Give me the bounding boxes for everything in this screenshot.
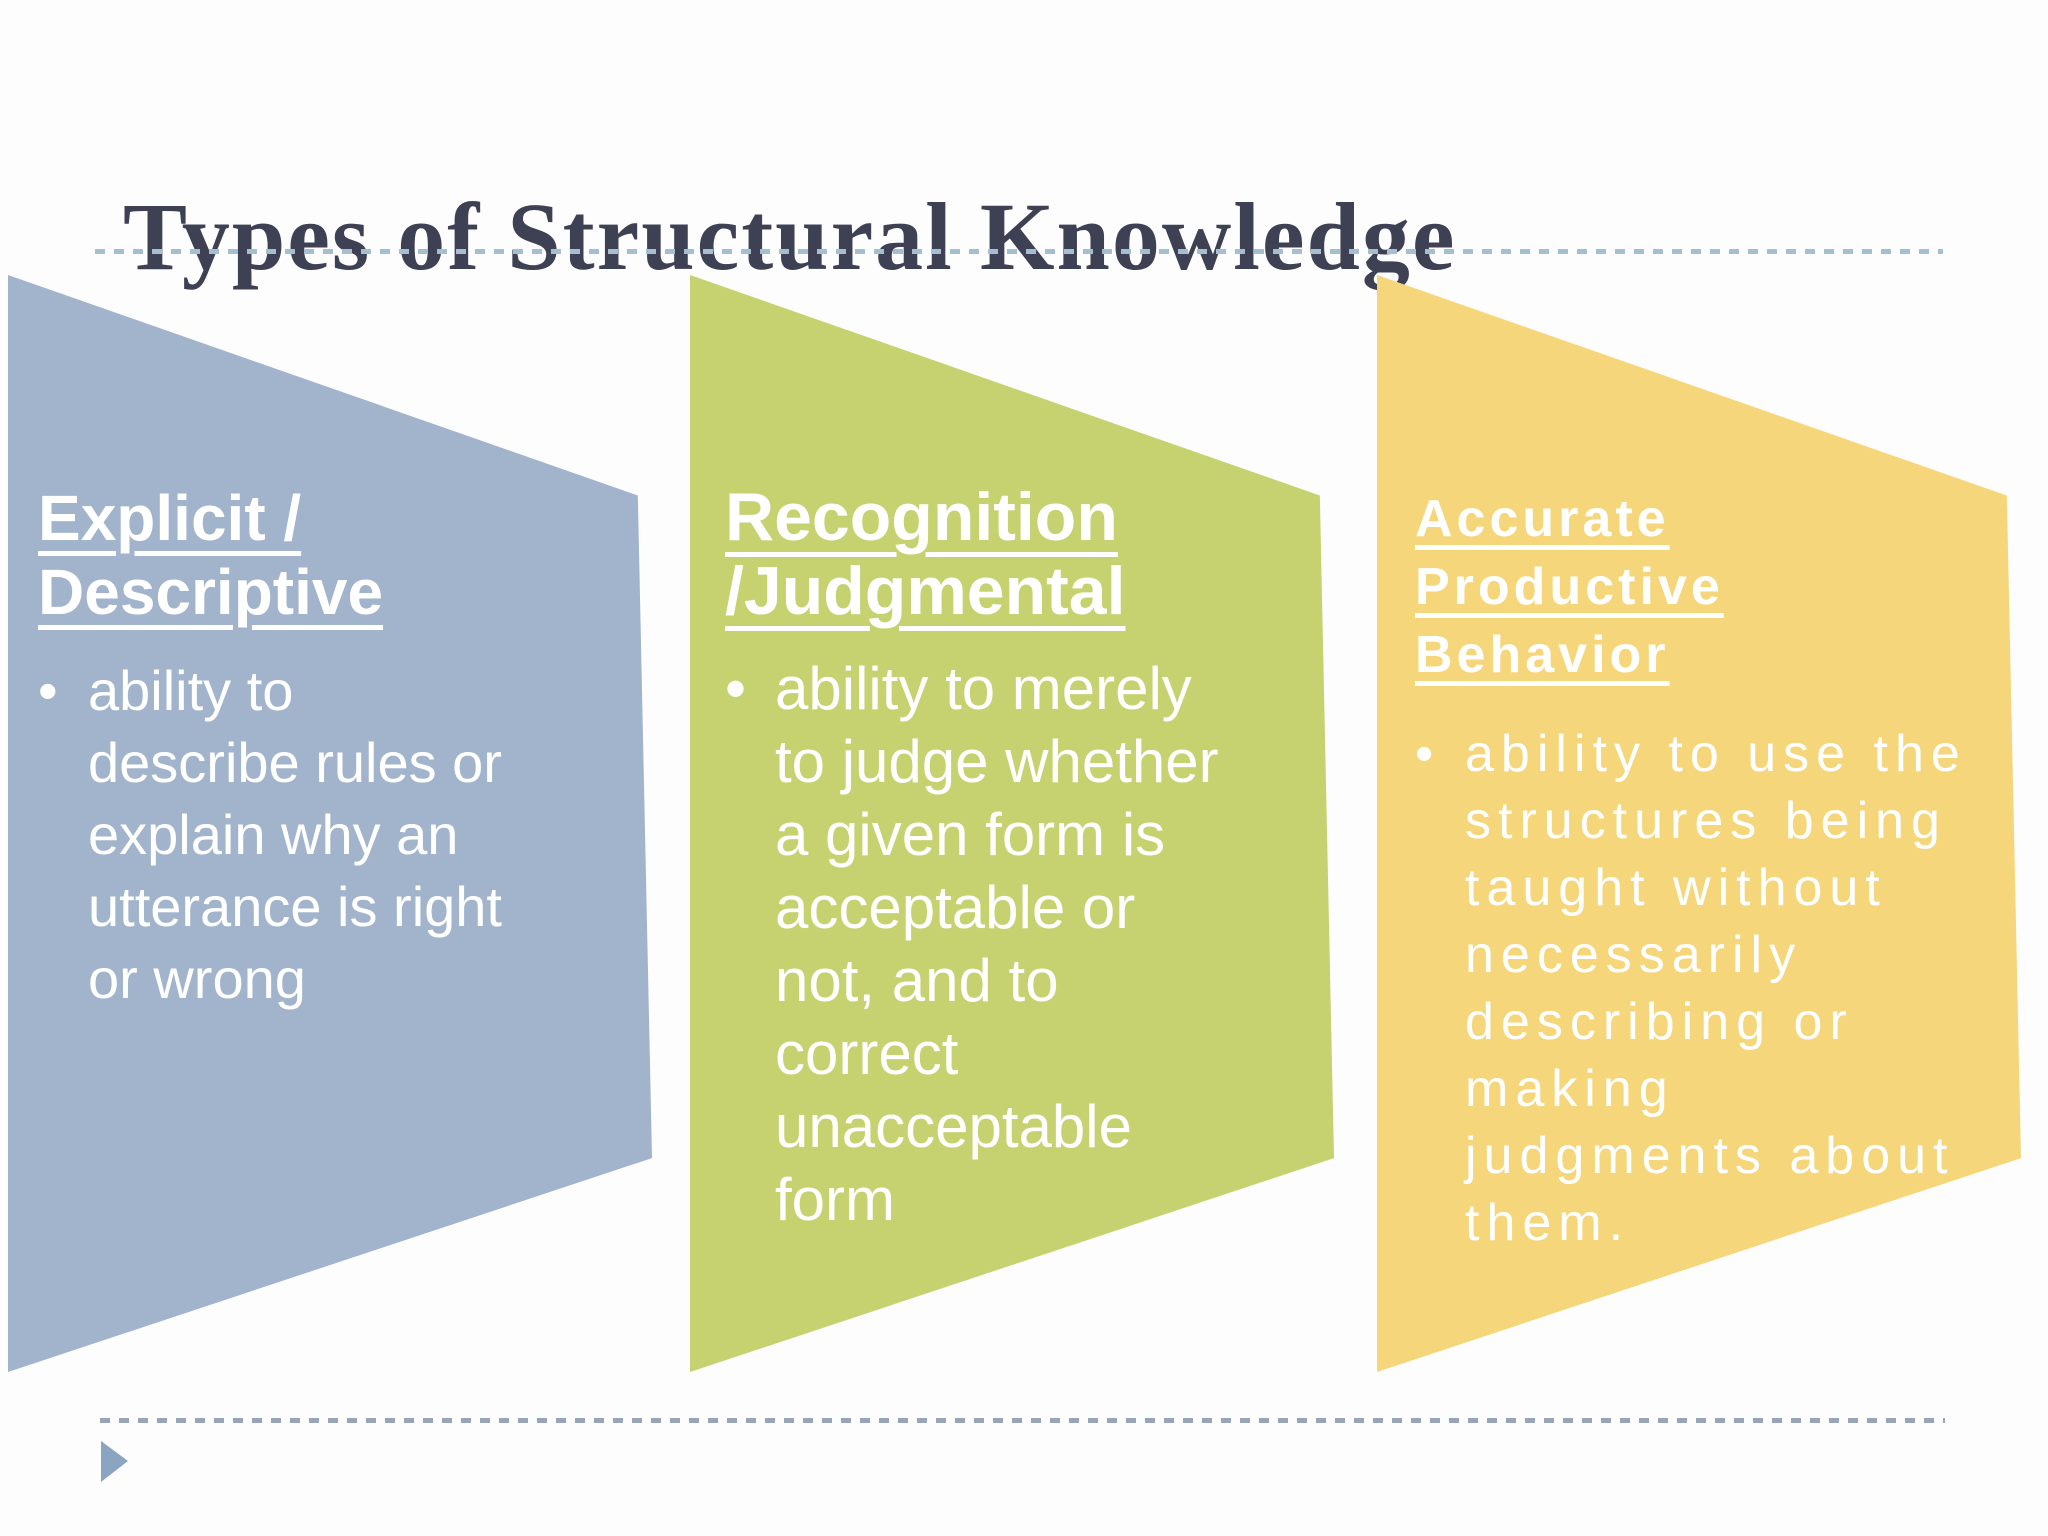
bullet-item: • ability to merely to judge whether a g…: [725, 652, 1545, 1236]
footer-divider-dashed-line: [100, 1418, 1945, 1423]
bullet-item: • ability to describe rules or explain w…: [38, 655, 858, 1015]
panel-recognition-judgmental: Recognition /Judgmental • ability to mer…: [690, 275, 1334, 1372]
panel-body-accurate-productive-behavior: ability to use the structures being taug…: [1465, 725, 1967, 1252]
bullet-item: • ability to use the structures being ta…: [1415, 721, 2048, 1257]
panel-explicit-descriptive: Explicit / Descriptive • ability to desc…: [8, 275, 652, 1372]
panel-heading-explicit-descriptive: Explicit / Descriptive: [38, 482, 384, 628]
slide-title: Types of Structural Knowledge: [123, 183, 1457, 291]
panel-heading-accurate-productive-behavior: Accurate Productive Behavior: [1415, 490, 1724, 684]
next-slide-arrow-icon[interactable]: [101, 1441, 128, 1482]
panel-heading-recognition-judgmental: Recognition /Judgmental: [725, 479, 1126, 629]
panel-body-recognition-judgmental: ability to merely to judge whether a giv…: [775, 655, 1219, 1233]
bullet-marker: •: [725, 655, 747, 722]
panel-body-explicit-descriptive: ability to describe rules or explain why…: [88, 659, 502, 1010]
panel-accurate-productive-behavior: Accurate Productive Behavior • ability t…: [1377, 275, 2021, 1372]
bullet-marker: •: [38, 659, 58, 722]
title-divider-dashed-line: [95, 249, 1943, 254]
bullet-marker: •: [1415, 725, 1441, 783]
